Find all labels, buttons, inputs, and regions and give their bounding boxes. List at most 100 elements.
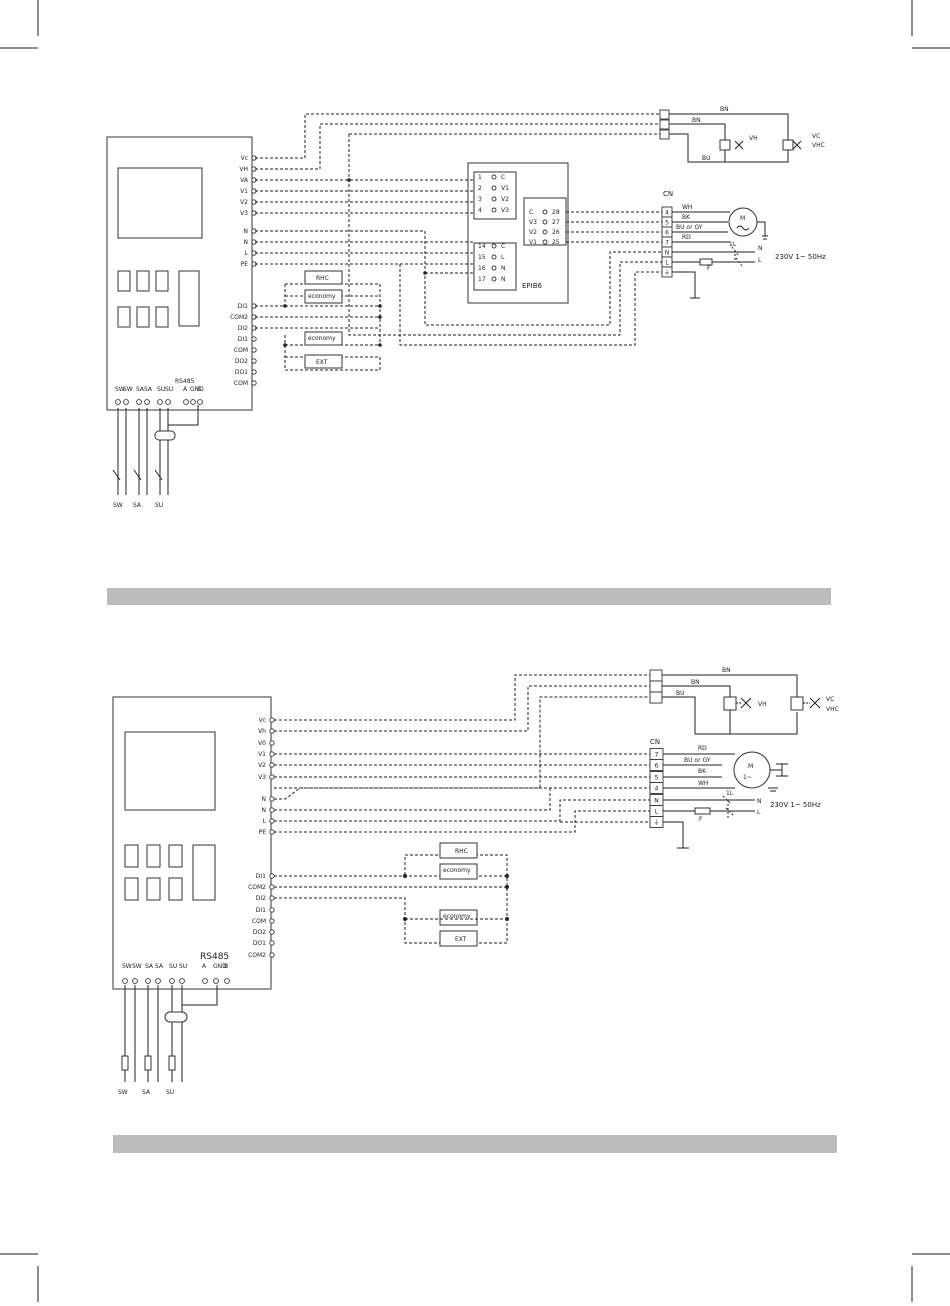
controller-terminal-label: COM bbox=[234, 347, 248, 354]
cn-terminal-label: 4 bbox=[665, 210, 669, 217]
epib6-label: EPIB6 bbox=[522, 282, 543, 290]
controller-terminal-label: DI1 bbox=[238, 336, 248, 343]
terminal-screw bbox=[542, 219, 548, 225]
controller-terminal-label: COM2 bbox=[230, 314, 248, 321]
bottom-terminal-label: SU bbox=[179, 963, 187, 970]
cn-terminal-label: 6 bbox=[655, 763, 659, 770]
terminal-screw bbox=[269, 907, 275, 913]
controller-terminal-label: DI1 bbox=[256, 907, 266, 914]
bottom-terminal-label: GND bbox=[213, 963, 227, 970]
controller-terminal-label: DO2 bbox=[235, 358, 248, 365]
bottom-terminal-label: SU bbox=[157, 386, 165, 393]
valve-vh-label: VH bbox=[758, 701, 767, 708]
epib6-terminal-number: 2 bbox=[478, 185, 482, 192]
terminal-screw bbox=[183, 399, 189, 405]
contact-economy-2 bbox=[439, 909, 478, 926]
terminal-screw bbox=[269, 818, 275, 824]
terminal-screw bbox=[251, 380, 257, 386]
bottom-terminal-label: SA bbox=[155, 963, 164, 970]
fuse-label: F bbox=[699, 816, 703, 823]
epib6-terminal-number: 14 bbox=[478, 243, 486, 250]
contact-ext-label: EXT bbox=[316, 359, 328, 366]
valve-wiring bbox=[669, 113, 802, 163]
terminal-screw bbox=[269, 740, 275, 746]
terminal-screw bbox=[269, 774, 275, 780]
controller-terminal-label: N bbox=[262, 807, 267, 814]
contact-economy-2-label: economy bbox=[308, 335, 336, 342]
valve-vhc-label: VHC bbox=[826, 706, 839, 713]
epib6-terminal-number: 16 bbox=[478, 265, 486, 272]
controller-buttons bbox=[117, 270, 200, 328]
mains-supply bbox=[663, 795, 755, 849]
controller-terminal-label: COM bbox=[234, 380, 248, 387]
epib6-terminal-number: 17 bbox=[478, 276, 486, 283]
controller-terminal-label: VA bbox=[240, 177, 249, 184]
epib6-output-number: 28 bbox=[552, 209, 560, 216]
cn-terminal-label: L bbox=[665, 260, 669, 267]
terminal-screw bbox=[115, 399, 121, 405]
epib6-terminal-number: 15 bbox=[478, 254, 486, 261]
wire-color-bk: BK bbox=[682, 214, 691, 221]
cable-shield-icon bbox=[154, 430, 176, 441]
controller-terminal-label: Vh bbox=[258, 728, 266, 735]
sensor-sa-label: SA bbox=[142, 1089, 151, 1096]
contact-economy-1-label: economy bbox=[308, 293, 336, 300]
terminal-screw bbox=[491, 196, 497, 202]
bottom-terminal-label: A bbox=[202, 963, 207, 970]
terminal-screw bbox=[269, 873, 275, 879]
cn-terminal-label: 7 bbox=[655, 752, 659, 759]
controller-terminal-label: COM2 bbox=[248, 884, 266, 891]
contact-economy-1-label: economy bbox=[443, 867, 471, 874]
terminal-screw bbox=[123, 399, 129, 405]
controller-terminal-label: V3 bbox=[240, 210, 248, 217]
controller-terminal-label: L bbox=[263, 818, 267, 825]
terminal-screw bbox=[269, 762, 275, 768]
terminal-screw bbox=[132, 978, 138, 984]
terminal-screw bbox=[145, 978, 151, 984]
epib6-terminal-number: 3 bbox=[478, 196, 482, 203]
controller-terminal-label: COM2 bbox=[248, 952, 266, 959]
rs485-label: RS485 bbox=[175, 378, 195, 385]
valve-wire-bn-2: BN bbox=[692, 117, 701, 124]
rs485-label: RS485 bbox=[200, 952, 229, 962]
epib6-terminal-label: N bbox=[501, 276, 506, 283]
controller-terminal-label: N bbox=[244, 228, 249, 235]
controller-terminal-label: V1 bbox=[240, 188, 248, 195]
switch-1l-label: 1L bbox=[729, 241, 737, 248]
wire-color-bu-gy: BU or GY bbox=[684, 757, 711, 764]
cn-label: CN bbox=[650, 738, 660, 746]
controller-terminal-label: VH bbox=[239, 166, 248, 173]
cn-terminal-label: 7 bbox=[665, 240, 669, 247]
contact-switches bbox=[274, 842, 509, 947]
bottom-terminal-label: SA bbox=[145, 963, 154, 970]
sensor-sw-label: SW bbox=[113, 502, 123, 509]
sensor-sw-label: SW bbox=[118, 1089, 128, 1096]
valve-wiring bbox=[662, 674, 821, 735]
terminal-screw bbox=[269, 918, 275, 924]
wire-color-bk: BK bbox=[698, 768, 707, 775]
bottom-terminal-label: SW bbox=[122, 963, 132, 970]
cable-shield-icon bbox=[164, 1011, 188, 1023]
contact-economy-1 bbox=[304, 289, 343, 304]
cn-terminal-label: ⏚ bbox=[653, 820, 659, 827]
mains-l-label: L bbox=[758, 257, 762, 264]
valve-vhc-label: VHC bbox=[812, 142, 825, 149]
terminal-screw bbox=[269, 717, 275, 723]
terminal-screw bbox=[197, 399, 203, 405]
controller-terminal-label: DO1 bbox=[235, 369, 248, 376]
valve-vh-coil-icon bbox=[723, 696, 737, 711]
epib6-output-label: C bbox=[529, 209, 533, 216]
bottom-terminal-label: B bbox=[224, 963, 228, 970]
wire-color-bu-gy: BU or GY bbox=[676, 224, 703, 231]
bottom-terminal-label: SW bbox=[123, 386, 133, 393]
valve-vc-label: VC bbox=[812, 133, 820, 140]
epib6-terminal-number: 4 bbox=[478, 207, 482, 214]
dashed-field-wiring bbox=[255, 113, 662, 346]
controller-terminal-label: N bbox=[244, 239, 249, 246]
bottom-terminal-label: B bbox=[197, 386, 201, 393]
epib6-terminal-label: L bbox=[501, 254, 505, 261]
